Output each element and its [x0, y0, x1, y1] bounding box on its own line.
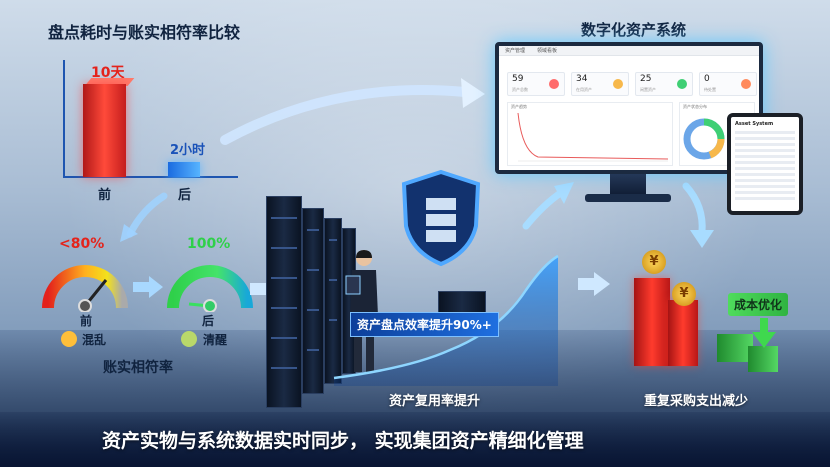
cost-arrow-icon — [578, 272, 610, 296]
alert-icon — [549, 79, 559, 89]
footer-slogan: 资产实物与系统数据实时同步， 实现集团资产精细化管理 — [102, 430, 584, 452]
before-axis-label: 前 — [98, 188, 112, 203]
right-gauge — [167, 265, 253, 312]
chart-y-axis — [63, 60, 65, 178]
gauge-arrow-icon — [133, 276, 163, 298]
server-rack — [324, 218, 342, 384]
tablet-title: Asset System — [735, 121, 774, 127]
stat-card[interactable]: 0 待处置 — [699, 72, 757, 96]
left-gauge — [42, 265, 128, 312]
gauge-caption: 账实相符率 — [103, 360, 173, 376]
right-gauge-state: 清醒 — [203, 333, 228, 347]
chart-x-axis — [63, 176, 238, 178]
flow-arrow-upright-icon — [522, 182, 574, 230]
tab-asset-management[interactable]: 资产管理 — [505, 48, 526, 54]
window-titlebar: 资产管理 领域看板 — [499, 46, 759, 56]
yuan-coin-icon: ¥ — [672, 282, 696, 306]
before-bar — [83, 84, 126, 177]
left-gauge-label: 前 — [80, 314, 93, 328]
box-icon — [613, 79, 623, 89]
server-rack — [302, 208, 324, 394]
after-value-label: 2小时 — [170, 143, 206, 158]
savings-block — [748, 346, 778, 372]
efficiency-badge: 资产盘点效率提升90%+ — [350, 312, 499, 337]
right-gauge-label: 后 — [202, 314, 215, 328]
tablet-device: Asset System — [727, 113, 803, 215]
monitor-stand — [610, 174, 646, 196]
after-axis-label: 后 — [178, 188, 192, 203]
monitor-base — [585, 194, 671, 202]
flow-arrow-up-icon — [220, 78, 485, 145]
left-gauge-state: 混乱 — [82, 333, 107, 347]
footer-band — [0, 412, 830, 467]
comparison-title: 盘点耗时与账实相符率比较 — [48, 23, 241, 42]
flow-arrow-down-right-icon — [682, 182, 714, 248]
cost-bar-short — [668, 300, 698, 366]
trend-chart-panel: 资产趋势 — [507, 102, 673, 166]
monitor-screen: 资产管理 领域看板 59 资产总数 34 在用资产 25 闲置资产 0 待处置 … — [495, 42, 763, 174]
after-bar — [168, 162, 200, 177]
cost-bar-tall — [634, 278, 670, 366]
yuan-coin-icon: ¥ — [642, 250, 666, 274]
stat-card[interactable]: 25 闲置资产 — [635, 72, 693, 96]
left-gauge-value: <80% — [59, 236, 105, 252]
calm-face-icon — [181, 331, 197, 347]
security-shield-icon — [401, 169, 481, 267]
cost-optimization-badge: 成本优化 — [728, 293, 789, 316]
cost-caption: 重复采购支出减少 — [644, 394, 749, 409]
before-value-label: 10天 — [91, 65, 125, 81]
person-with-tablet — [345, 250, 378, 372]
stat-card[interactable]: 59 资产总数 — [507, 72, 565, 96]
stat-card[interactable]: 34 在用资产 — [571, 72, 629, 96]
tab-dashboard[interactable]: 领域看板 — [537, 48, 558, 54]
warning-icon — [741, 79, 751, 89]
confused-face-icon — [61, 331, 77, 347]
check-icon — [677, 79, 687, 89]
down-arrow-icon — [752, 318, 776, 348]
right-gauge-value: 100% — [187, 236, 231, 252]
flow-arrow-down-icon — [120, 192, 168, 242]
system-title: 数字化资产系统 — [581, 21, 687, 39]
reuse-caption: 资产复用率提升 — [389, 394, 481, 409]
server-rack — [266, 196, 302, 408]
savings-block — [717, 334, 753, 362]
